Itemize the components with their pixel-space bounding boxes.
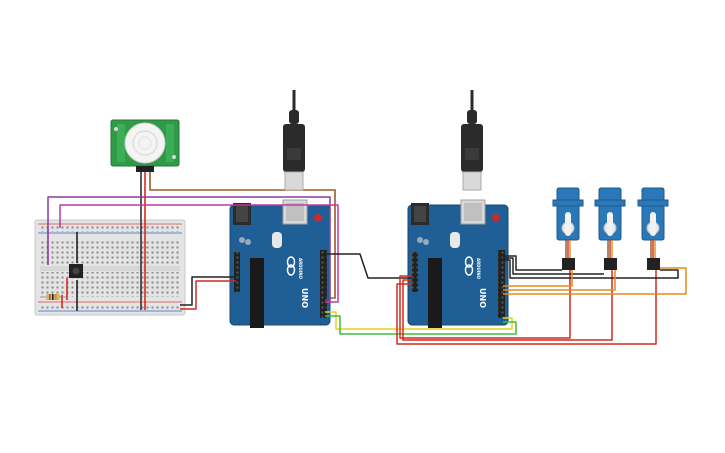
resistor-icon (40, 294, 66, 300)
pir-wires (140, 172, 336, 310)
breadboard-jumpers (47, 228, 78, 311)
board-2-model-text: UNO (478, 288, 487, 308)
servo-leads (565, 240, 656, 258)
wiring (47, 196, 687, 345)
usb-plug-icon (461, 90, 483, 191)
board-2-brand-text: ARDUINO (476, 258, 481, 280)
pir-sensor[interactable] (110, 119, 180, 172)
usb-plug-icon (283, 90, 305, 191)
board-1-brand-text: ARDUINO (298, 258, 303, 280)
board-1-model-text: UNO (300, 288, 309, 308)
servo-motor-3[interactable] (637, 187, 669, 270)
arduino-board-2[interactable] (407, 199, 509, 328)
breadboard[interactable] (34, 219, 186, 316)
pushbutton-icon[interactable] (69, 264, 83, 278)
arduino-logo-icon (464, 256, 474, 276)
arduino-logo-icon (286, 256, 296, 276)
servo-motor-2[interactable] (594, 187, 626, 270)
arduino-board-1[interactable] (229, 199, 331, 328)
